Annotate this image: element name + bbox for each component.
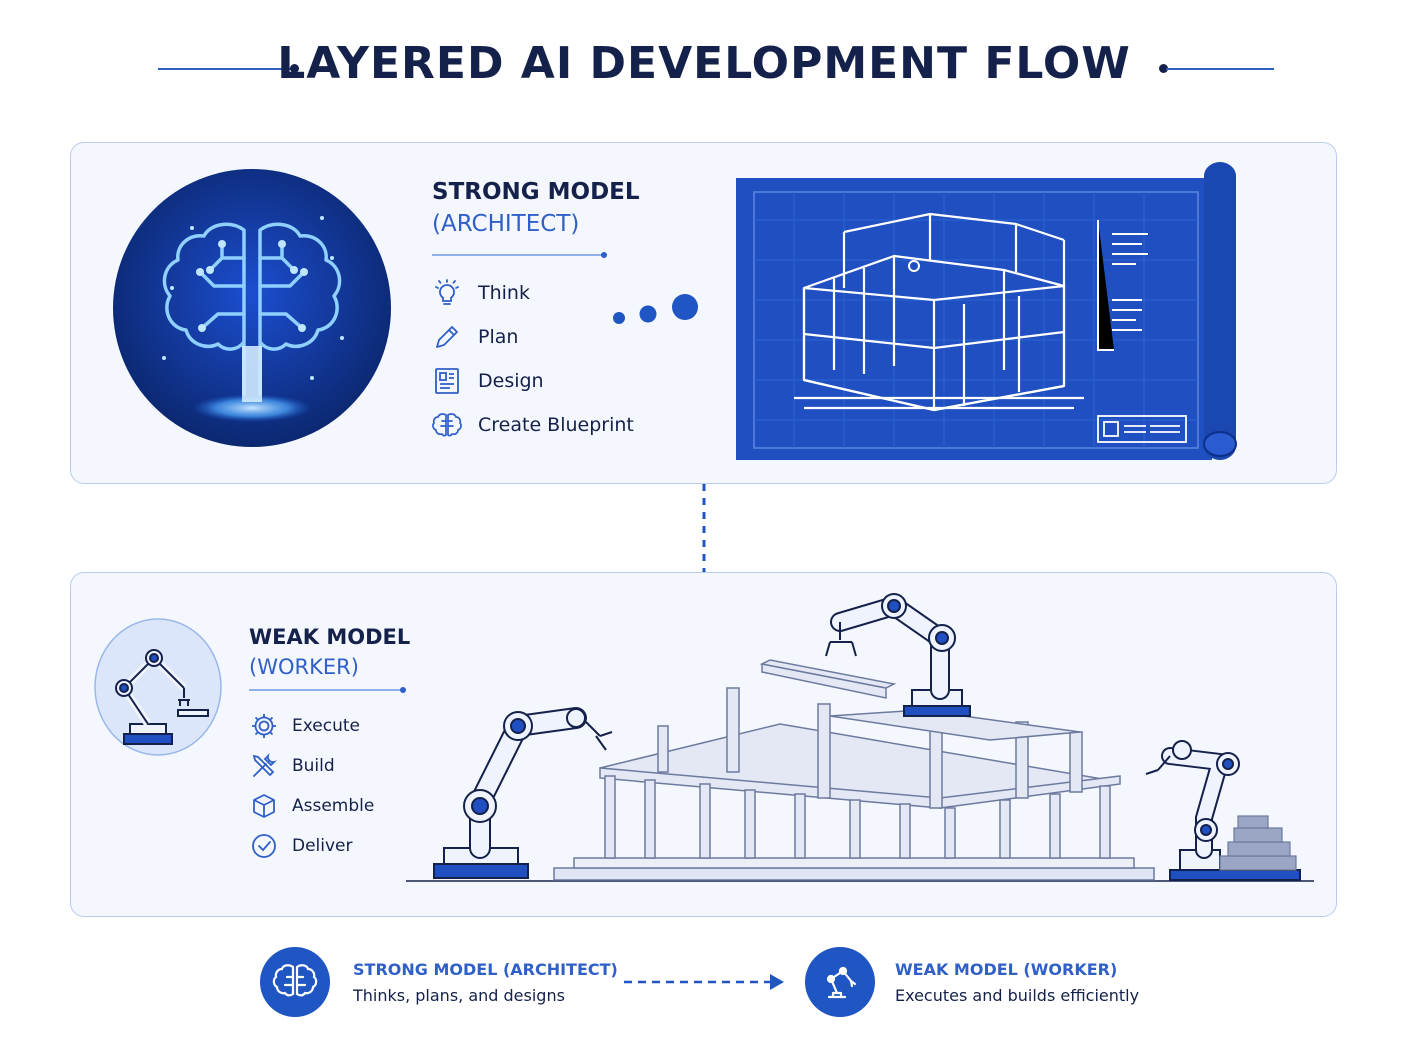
architect-step-label: Create Blueprint xyxy=(478,414,634,436)
architect-step-label: Think xyxy=(478,282,530,304)
architect-heading: STRONG MODEL (ARCHITECT) xyxy=(432,176,640,240)
worker-step-deliver: Deliver xyxy=(250,832,353,860)
legend-architect-badge xyxy=(260,947,330,1017)
architect-step-label: Design xyxy=(478,370,544,392)
construction-illustration xyxy=(400,586,1320,892)
architect-step-plan: Plan xyxy=(432,322,518,352)
gear-icon xyxy=(252,714,276,738)
title-dot-right xyxy=(1159,64,1168,73)
worker-step-assemble: Assemble xyxy=(250,792,374,820)
brain-illustration xyxy=(112,168,392,448)
robot-arm-icon xyxy=(826,966,857,999)
title-dot-left xyxy=(290,64,299,73)
robot-arm-badge xyxy=(94,618,222,756)
pencil-icon xyxy=(436,326,458,348)
brain-icon xyxy=(432,413,462,437)
title-line-left xyxy=(158,68,294,70)
architect-step-blueprint: Create Blueprint xyxy=(432,410,634,440)
worker-step-build: Build xyxy=(250,752,335,780)
lightbulb-icon xyxy=(435,279,459,305)
architect-heading-title: STRONG MODEL xyxy=(432,179,640,205)
brain-icon xyxy=(272,964,318,997)
brain-circle-icon xyxy=(113,169,391,447)
tools-icon xyxy=(252,753,277,777)
layout-document-icon xyxy=(435,368,459,394)
worker-heading-role: (WORKER) xyxy=(249,655,359,679)
robot-arm-icon xyxy=(94,618,222,756)
legend-worker-badge xyxy=(805,947,875,1017)
legend-worker-desc: Executes and builds efficiently xyxy=(895,986,1140,1005)
legend-flow-arrow xyxy=(624,972,788,997)
architect-heading-role: (ARCHITECT) xyxy=(432,211,580,237)
cube-icon xyxy=(253,794,275,818)
worker-step-label: Execute xyxy=(292,716,360,736)
title-line-right xyxy=(1166,68,1274,70)
legend-architect-title: STRONG MODEL (ARCHITECT) xyxy=(353,960,618,979)
worker-heading-title: WEAK MODEL xyxy=(249,625,411,649)
blueprint-illustration xyxy=(734,160,1254,466)
page-title: LAYERED AI DEVELOPMENT FLOW xyxy=(277,38,1131,89)
legend-architect-desc: Thinks, plans, and designs xyxy=(353,986,565,1005)
worker-heading-rule xyxy=(249,687,406,693)
connector-dots xyxy=(610,293,702,330)
architect-step-label: Plan xyxy=(478,326,519,348)
legend-worker-title: WEAK MODEL (WORKER) xyxy=(895,960,1118,979)
check-circle-icon xyxy=(252,834,276,858)
architect-heading-rule xyxy=(432,252,607,258)
worker-step-label: Assemble xyxy=(292,796,375,816)
worker-heading: WEAK MODEL (WORKER) xyxy=(249,622,410,682)
worker-step-label: Deliver xyxy=(292,836,353,856)
worker-step-label: Build xyxy=(292,756,335,776)
worker-step-execute: Execute xyxy=(250,712,360,740)
architect-step-design: Design xyxy=(432,366,544,396)
architect-step-think: Think xyxy=(432,278,530,308)
